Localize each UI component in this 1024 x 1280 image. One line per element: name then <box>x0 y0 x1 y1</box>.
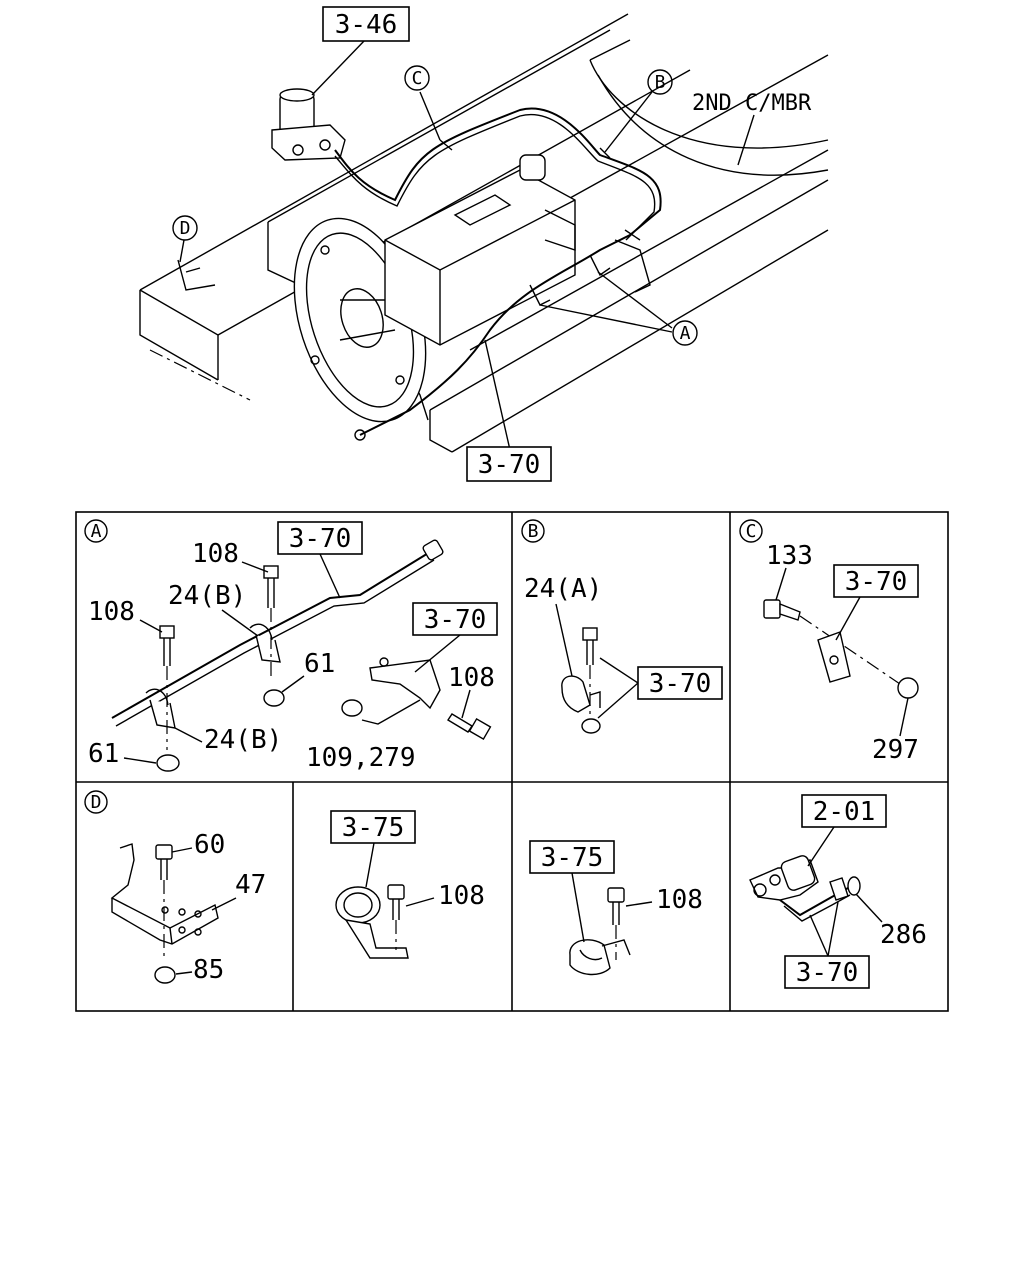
label-b-clip: 24(A) <box>524 574 602 604</box>
ref-box-top: 3-46 <box>322 6 410 42</box>
label-c-bolt: 133 <box>766 541 813 571</box>
svg-text:D: D <box>180 218 191 239</box>
label-a-clip-upper: 24(B) <box>168 581 246 611</box>
panel-b-ref: 3-70 <box>649 669 712 699</box>
label-a-nut-upper: 61 <box>304 649 335 679</box>
panel-g: 2-01 3-70 286 <box>749 794 927 989</box>
panel-d: D 60 47 85 <box>84 790 266 985</box>
panel-e: 3-75 108 <box>330 810 485 959</box>
svg-text:D: D <box>91 792 102 813</box>
svg-text:3-70: 3-70 <box>478 450 541 480</box>
callout-d: D <box>172 215 198 241</box>
second-crossmember <box>589 39 829 176</box>
callout-c: C <box>404 65 430 91</box>
panel-e-ref: 3-75 <box>342 813 405 843</box>
label-c-nut: 297 <box>872 735 919 765</box>
label-d-nut: 85 <box>193 955 224 985</box>
label-a-bolt-top: 108 <box>192 539 239 569</box>
panel-c: C 133 3-70 297 <box>739 519 919 765</box>
panel-g-ref-bottom: 3-70 <box>796 958 859 988</box>
panel-g-ref-top: 2-01 <box>813 797 876 827</box>
svg-text:B: B <box>655 72 666 93</box>
svg-text:A: A <box>680 323 691 344</box>
label-a-clip-lower: 24(B) <box>204 725 282 755</box>
svg-text:C: C <box>412 68 423 89</box>
panel-a: A 3-70 3-70 <box>84 519 498 773</box>
svg-text:3-46: 3-46 <box>335 10 398 40</box>
label-a-bolt-left: 108 <box>88 597 135 627</box>
label-f-bolt: 108 <box>656 885 703 915</box>
transmission-body <box>384 154 576 346</box>
label-a-bolt-bracket: 108 <box>448 663 495 693</box>
crossmember-label: 2ND C/MBR <box>692 91 812 116</box>
panel-a-ref-bracket: 3-70 <box>424 605 487 635</box>
panel-c-ref: 3-70 <box>845 567 908 597</box>
svg-text:A: A <box>91 521 102 542</box>
detail-grid <box>75 511 949 1012</box>
panel-f-ref: 3-75 <box>541 843 604 873</box>
air-dryer <box>271 88 346 161</box>
overview-assembly: 3-46 3-70 2ND C/MBR C B D A <box>139 6 829 482</box>
label-d-bolt: 60 <box>194 830 225 860</box>
label-a-nut-lower: 61 <box>88 739 119 769</box>
panel-f: 3-75 108 <box>529 840 703 976</box>
svg-text:B: B <box>528 521 539 542</box>
callout-a: A <box>672 320 698 346</box>
air-pipe <box>334 107 662 441</box>
panel-a-ref-pipe: 3-70 <box>289 524 352 554</box>
label-d-bracket: 47 <box>235 870 266 900</box>
label-e-bolt: 108 <box>438 881 485 911</box>
label-a-washer: 109,279 <box>306 743 416 773</box>
panel-b: B 24(A) 3-70 <box>521 519 723 734</box>
ref-box-bottom: 3-70 <box>466 446 552 482</box>
label-g-clip: 286 <box>880 920 927 950</box>
overview-leaders <box>179 39 755 451</box>
svg-text:C: C <box>746 521 757 542</box>
callout-b: B <box>647 69 673 95</box>
